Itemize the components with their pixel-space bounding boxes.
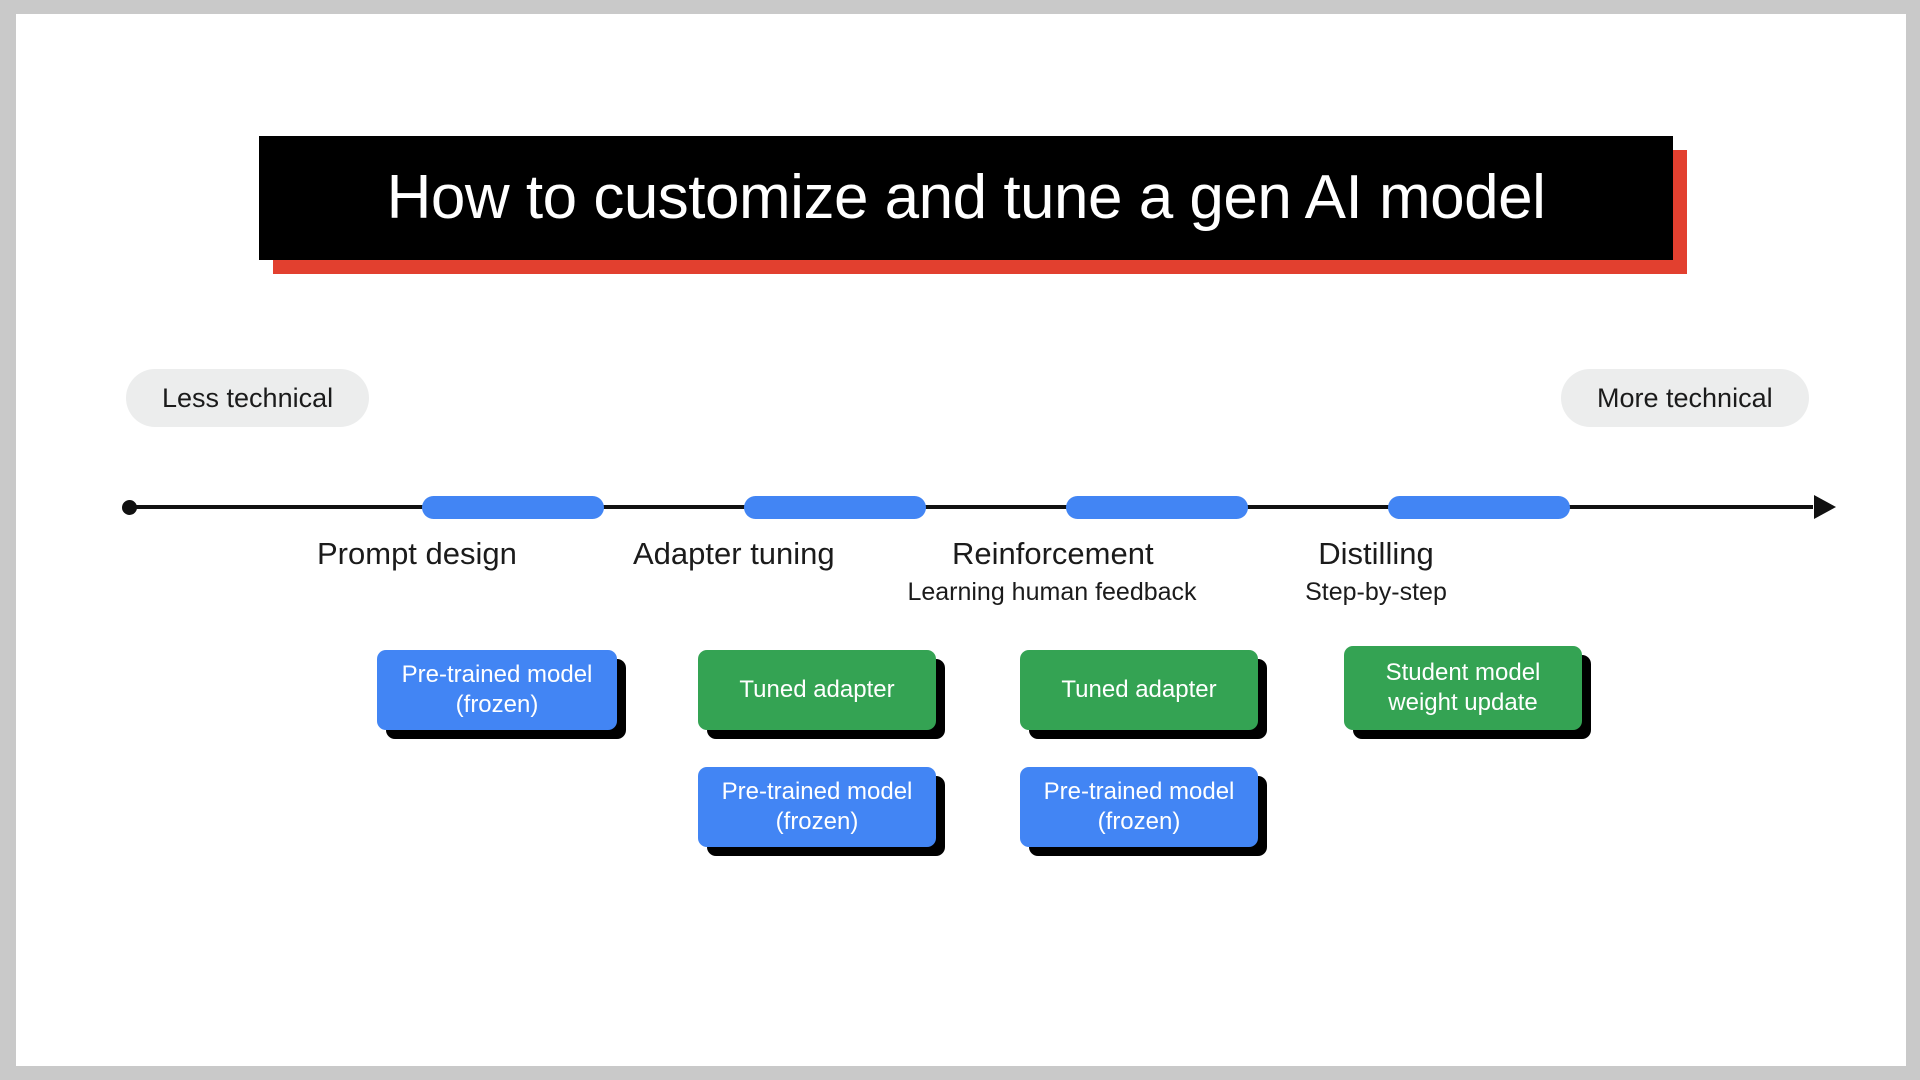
stage-title: Prompt design — [317, 536, 517, 571]
stage-subtitle: Learning human feedback — [907, 577, 1197, 606]
axis-marker-distilling — [1388, 496, 1570, 519]
card-prompt-design-pretrained-model: Pre-trained model (frozen) — [377, 650, 617, 730]
card-label: Pre-trained model (frozen) — [1043, 777, 1235, 835]
axis-line — [127, 505, 1813, 509]
axis-marker-reinforcement — [1066, 496, 1248, 519]
more-technical-label: More technical — [1597, 382, 1773, 413]
title-black-block: How to customize and tune a gen AI model — [259, 136, 1673, 260]
card-label: Pre-trained model (frozen) — [401, 660, 593, 718]
card-adapter-tuning-tuned-adapter: Tuned adapter — [698, 650, 936, 730]
page-title: How to customize and tune a gen AI model — [386, 163, 1546, 232]
axis-arrowhead-icon — [1814, 495, 1836, 519]
card-label: Pre-trained model (frozen) — [721, 777, 913, 835]
card-label: Tuned adapter — [739, 675, 895, 703]
card-reinforcement-tuned-adapter: Tuned adapter — [1020, 650, 1258, 730]
card-adapter-tuning-pretrained-model: Pre-trained model (frozen) — [698, 767, 936, 847]
card-label: Student model weight update — [1385, 658, 1541, 716]
card-label: Tuned adapter — [1061, 675, 1217, 703]
stage-subtitle: Step-by-step — [1305, 577, 1447, 606]
stage-label-distilling: Distilling Step-by-step — [1296, 536, 1456, 607]
axis-marker-adapter-tuning — [744, 496, 926, 519]
more-technical-pill: More technical — [1561, 369, 1809, 427]
stage-title: Reinforcement — [952, 536, 1154, 571]
card-distilling-student-model-weight-update: Student model weight update — [1344, 646, 1582, 730]
title-banner: How to customize and tune a gen AI model — [259, 136, 1687, 274]
axis-marker-prompt-design — [422, 496, 604, 519]
less-technical-label: Less technical — [162, 382, 334, 413]
technical-axis — [122, 488, 1836, 528]
stage-title: Adapter tuning — [633, 536, 835, 571]
less-technical-pill: Less technical — [126, 369, 370, 427]
slide-canvas: How to customize and tune a gen AI model… — [16, 14, 1906, 1066]
stage-title: Distilling — [1318, 536, 1434, 571]
card-reinforcement-pretrained-model: Pre-trained model (frozen) — [1020, 767, 1258, 847]
stage-label-reinforcement: Reinforcement Learning human feedback — [907, 536, 1196, 607]
stage-label-prompt-design: Prompt design — [317, 536, 517, 573]
stage-label-adapter-tuning: Adapter tuning — [633, 536, 835, 573]
